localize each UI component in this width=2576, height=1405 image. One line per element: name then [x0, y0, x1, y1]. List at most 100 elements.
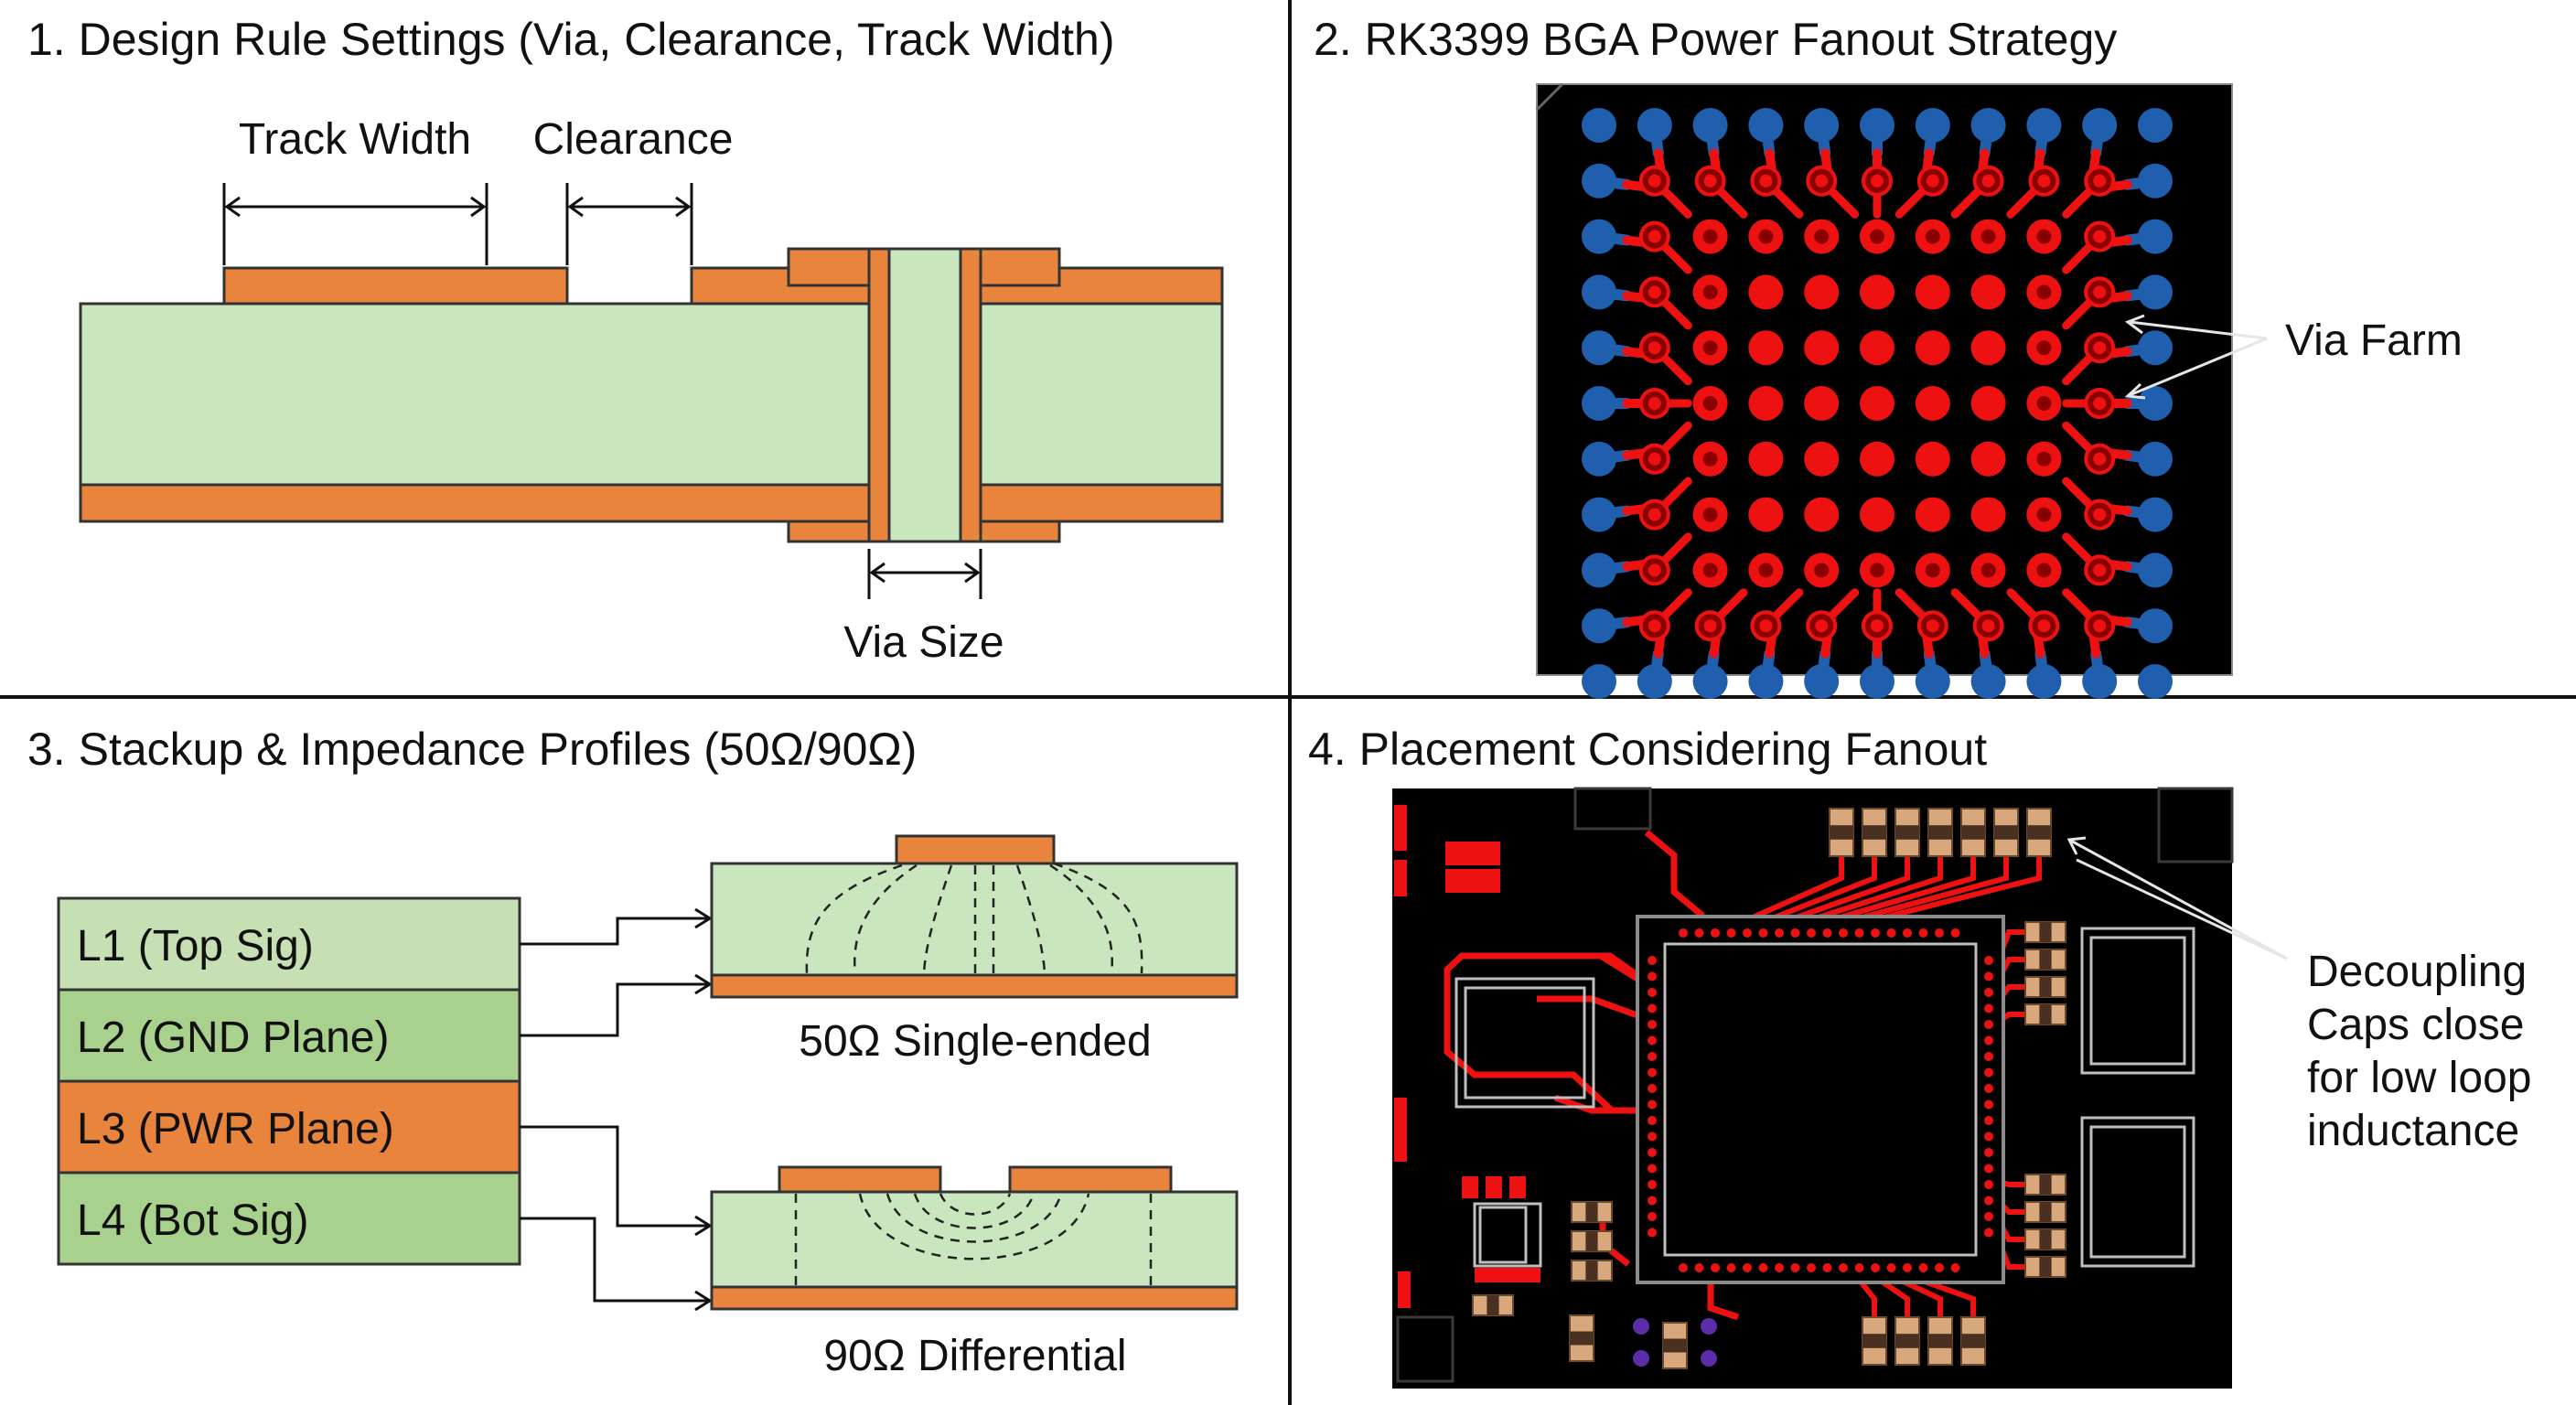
label-via-farm: Via Farm — [2285, 316, 2463, 365]
ic-pin — [1790, 1263, 1800, 1272]
bga-pad-power — [1748, 386, 1784, 421]
bga-pad-blue — [2138, 497, 2173, 532]
bga-pad-power — [1804, 330, 1840, 366]
capacitor-band — [1928, 825, 1952, 840]
bga-pad-power — [1915, 441, 1950, 477]
panel-placement: 4. Placement Considering Fanout — [1308, 724, 2531, 1389]
capacitor-band — [1961, 825, 1985, 840]
ic-pin — [1903, 1263, 1912, 1272]
bga-via-center — [1758, 229, 1774, 244]
bga-pad-blue — [2138, 386, 2173, 421]
bga-pad-power — [1915, 497, 1950, 532]
bga-via-center — [1814, 229, 1830, 244]
bga-pad-power — [1748, 274, 1784, 310]
capacitor-band — [2039, 1174, 2052, 1195]
bga-via-center — [1926, 174, 1939, 188]
bga-via-center — [2037, 174, 2051, 188]
bga-pad-array — [1582, 108, 2173, 699]
bga-pad-blue — [1582, 664, 1616, 699]
ic-pin — [1648, 1228, 1657, 1238]
ic-pin — [1854, 1263, 1864, 1272]
ic-pin — [1694, 1263, 1704, 1272]
ic-pin — [1822, 1263, 1832, 1272]
capacitor-band — [1928, 1334, 1952, 1348]
bga-pad-power — [1860, 497, 1894, 532]
callout-line-3: for low loop — [2307, 1054, 2531, 1102]
bga-via-center — [1870, 563, 1884, 578]
bga-pad-blue — [1748, 664, 1784, 699]
bga-via-center — [2093, 619, 2107, 633]
ic-pin — [1871, 1263, 1880, 1272]
ic-pin — [1775, 1263, 1784, 1272]
bga-via-center — [2093, 285, 2107, 299]
ic-pin — [1679, 928, 1688, 938]
ic-pin — [1984, 971, 1993, 981]
panel-4-title: 4. Placement Considering Fanout — [1308, 724, 1987, 775]
bga-pad-power — [1860, 330, 1894, 366]
bga-via-center — [1702, 229, 1718, 244]
ic-pin — [1807, 1263, 1816, 1272]
capacitor-band — [1895, 825, 1919, 840]
bga-via-center — [1702, 563, 1718, 578]
ic-pin — [1711, 1263, 1720, 1272]
bga-pad-blue — [1582, 552, 1616, 588]
single-ended-field-lines — [805, 862, 1143, 974]
bga-via-center — [1648, 563, 1661, 577]
capacitor-band — [2039, 977, 2052, 997]
bga-via-center — [1648, 174, 1661, 188]
bga-via-center — [1981, 174, 1995, 188]
capacitor-band — [1585, 1231, 1598, 1251]
bga-pad-power — [1748, 497, 1784, 532]
bga-pad-blue — [2138, 441, 2173, 477]
bga-pad-blue — [1860, 664, 1894, 699]
ic-pin — [1648, 971, 1657, 981]
bga-via-center — [2093, 508, 2107, 521]
cap-trace — [1776, 856, 1910, 927]
differential-dielectric — [710, 1190, 1239, 1289]
label-single-ended: 50Ω Single-ended — [799, 1017, 1152, 1066]
layer-l1-label: L1 (Top Sig) — [77, 922, 314, 971]
capacitor-band — [2039, 1202, 2052, 1222]
bga-pad-power — [1915, 274, 1950, 310]
bga-pad-blue — [1637, 664, 1672, 699]
cap-trace — [1838, 856, 2009, 927]
bga-pad-power — [1970, 441, 2006, 477]
bga-pad-blue — [1692, 664, 1728, 699]
bga-via-center — [2036, 340, 2052, 356]
bga-via-center — [1648, 230, 1661, 243]
bga-pad-blue — [1582, 441, 1616, 477]
bga-via-center — [2093, 452, 2107, 466]
bga-via-center — [2093, 174, 2107, 188]
bga-pad-blue — [2138, 108, 2173, 143]
label-clearance: Clearance — [533, 115, 734, 164]
ic-pin — [1984, 1003, 1993, 1014]
bga-via-center — [2036, 284, 2052, 300]
bga-pad-blue — [1582, 330, 1616, 366]
cap-trace — [1756, 856, 1877, 927]
bga-pad-blue — [2026, 664, 2062, 699]
bga-via-center — [1648, 508, 1661, 521]
bga-pad-blue — [1582, 608, 1616, 644]
capacitor-band — [2039, 949, 2052, 970]
bga-pad-blue — [2138, 608, 2173, 644]
ic-pin — [1648, 1116, 1657, 1125]
capacitor-band — [2039, 922, 2052, 942]
bga-pad-blue — [2138, 163, 2173, 198]
panel-2-title: 2. RK3399 BGA Power Fanout Strategy — [1314, 14, 2117, 65]
bga-pad-blue — [1915, 108, 1950, 143]
ic-pin — [1984, 1020, 1993, 1029]
bga-pad-power — [1915, 386, 1950, 421]
capacitor-band — [2039, 1004, 2052, 1024]
callout-line-2: Caps close — [2307, 1001, 2524, 1049]
bga-pad-power — [1970, 330, 2006, 366]
bga-via-center — [1925, 563, 1940, 578]
main-ic-body — [1663, 942, 1978, 1257]
ic-pin — [1648, 1003, 1657, 1014]
ic-pin — [1984, 1148, 1993, 1157]
layer-l3-label: L3 (PWR Plane) — [77, 1105, 394, 1153]
ic-pin — [1648, 1148, 1657, 1157]
capacitor-band — [1895, 1334, 1919, 1348]
ic-pin — [1839, 1263, 1848, 1272]
bga-via-center — [2093, 397, 2107, 410]
bga-via-center — [1648, 619, 1661, 633]
